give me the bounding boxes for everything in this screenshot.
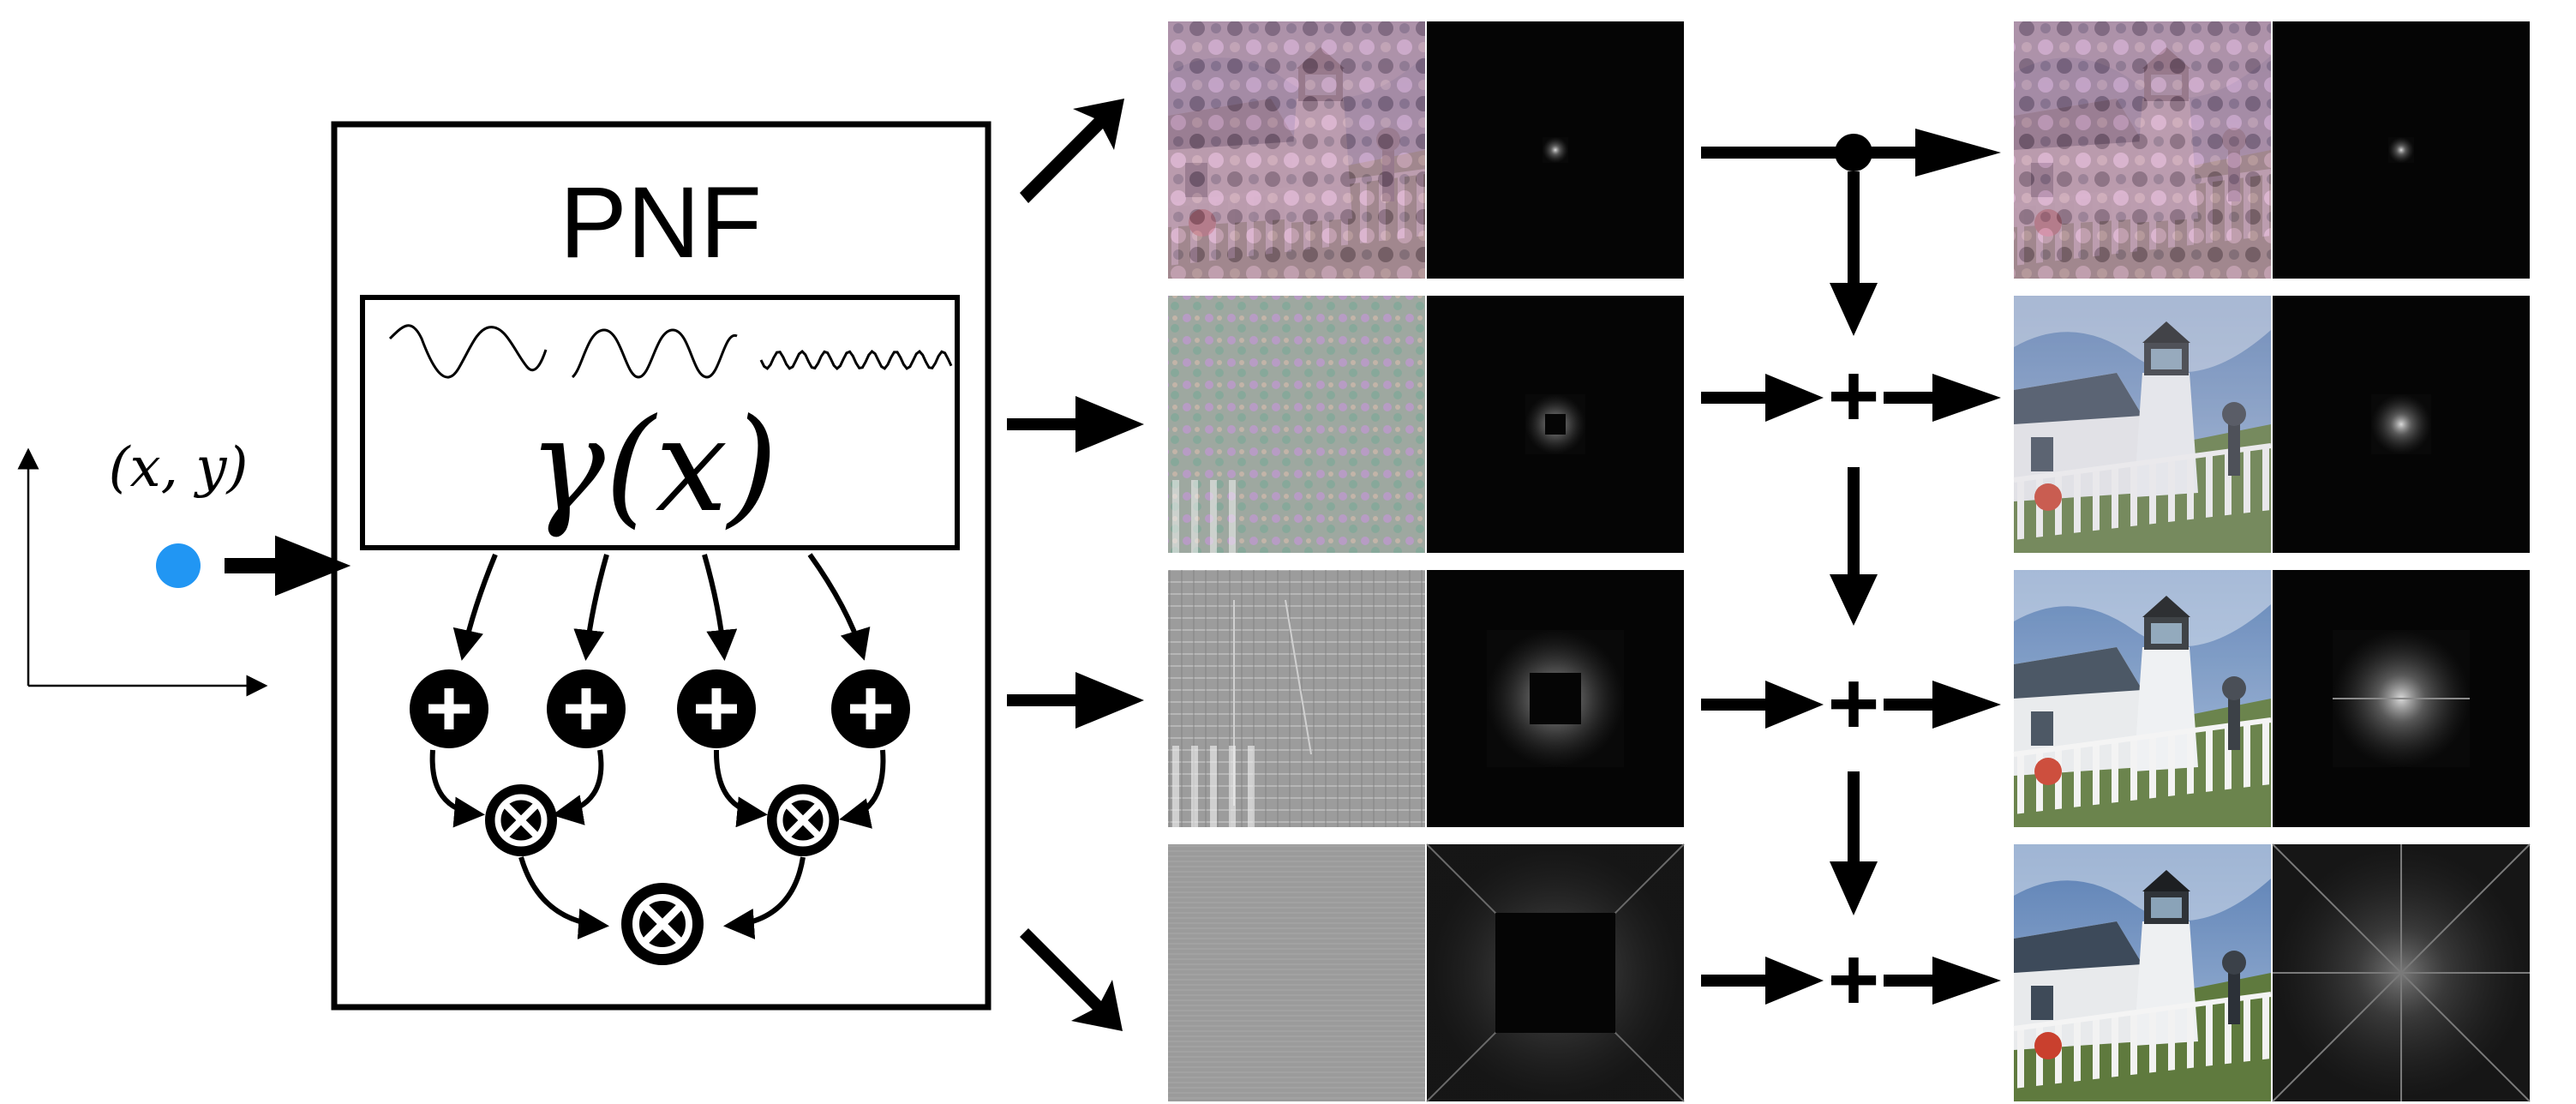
sum-1-2-image: [2014, 296, 2271, 553]
encoding-to-add-arrows: [452, 553, 871, 661]
mul-node-2: [767, 784, 839, 856]
sum-1-image: [2014, 21, 2271, 279]
band-4-image: [1168, 844, 1425, 1101]
encoding-label: γ(x): [528, 392, 777, 541]
band-3-spectrum: [1427, 570, 1684, 827]
mul-node-final: [621, 883, 704, 965]
band-2-spectrum: [1427, 296, 1684, 553]
input-point: [156, 543, 201, 588]
sum-1-2-spectrum: [2273, 296, 2530, 553]
input-coordinate-label: (x, y): [109, 436, 249, 500]
pnf-output-arrows: [1007, 99, 1144, 1031]
sine-wave-high-icon: [759, 349, 953, 371]
band-1-image: [1168, 21, 1425, 279]
add-node-1: [410, 669, 488, 748]
summation-network: [1701, 129, 2001, 1005]
sum-1-4-image: [2014, 844, 2271, 1101]
add-node-4: [831, 669, 910, 748]
band-panels: [1168, 21, 1685, 1102]
sine-wave-low-icon: [388, 324, 548, 379]
sum-1-spectrum: [2273, 21, 2530, 279]
sum-1-4-spectrum: [2272, 843, 2531, 1102]
band-2-image: [1168, 296, 1425, 553]
add-symbol-3: +: [1828, 930, 1880, 1029]
mul-to-final-arrows: [518, 856, 806, 939]
input-arrow: [225, 535, 351, 597]
encoding-box: [360, 295, 960, 550]
add-node-3: [677, 669, 756, 748]
pnf-box: [331, 121, 991, 1011]
sum-1-3-spectrum: [2273, 570, 2530, 827]
band-4-spectrum: [1426, 843, 1685, 1102]
add-node-2: [547, 669, 626, 748]
sum-panels: [2014, 21, 2531, 1102]
sum-1-3-image: [2014, 570, 2271, 827]
pnf-title: PNF: [560, 166, 762, 279]
mul-node-1: [485, 784, 557, 856]
add-to-mul-arrows: [429, 749, 886, 829]
band-1-spectrum: [1427, 21, 1684, 279]
sine-wave-mid-icon: [571, 328, 738, 379]
input-axes: [17, 447, 268, 697]
add-symbol-2: +: [1828, 654, 1880, 753]
add-symbol-1: +: [1828, 346, 1880, 446]
band-3-image: [1168, 570, 1425, 827]
